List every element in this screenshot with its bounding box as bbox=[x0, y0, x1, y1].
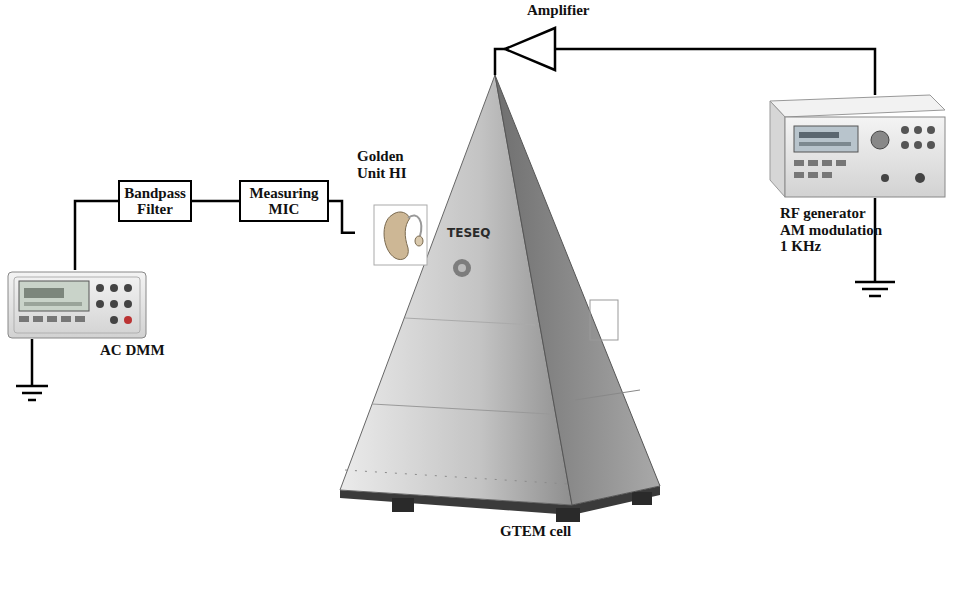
amplifier: Amplifier bbox=[505, 28, 555, 70]
hearing-aid-picture bbox=[374, 205, 427, 265]
connector-line bbox=[75, 201, 118, 270]
node-label: Bandpass Filter bbox=[123, 185, 187, 218]
connector-wire bbox=[192, 201, 239, 202]
gtem-cell-picture bbox=[340, 75, 660, 522]
connector-wire bbox=[329, 201, 355, 233]
node-label: Measuring MIC bbox=[244, 185, 324, 218]
connector-wire bbox=[555, 49, 875, 95]
connector-line bbox=[495, 49, 505, 75]
connector-wire bbox=[495, 49, 505, 75]
node-label: RF generator AM modulation 1 KHz bbox=[780, 205, 888, 255]
process-box: Bandpass Filter bbox=[118, 180, 192, 222]
connector-line bbox=[192, 200, 239, 203]
connector-line bbox=[555, 49, 875, 95]
multimeter-picture bbox=[8, 272, 146, 338]
node-label: Golden Unit HI bbox=[357, 148, 415, 181]
device-under-test: Golden Unit HI bbox=[355, 145, 430, 267]
multimeter: AC DMM bbox=[8, 270, 146, 340]
brand-label: TESEQ bbox=[447, 226, 490, 240]
ground-symbol bbox=[16, 339, 48, 400]
amplifier-symbol bbox=[505, 28, 555, 70]
process-box: Measuring MIC bbox=[239, 180, 329, 222]
gtem-cell: GTEM cellGolden Unit HI bbox=[330, 75, 675, 515]
connector-wire bbox=[75, 201, 118, 270]
node-label: AC DMM bbox=[100, 342, 172, 359]
node-label: Amplifier bbox=[527, 2, 589, 19]
connector-line bbox=[329, 201, 355, 233]
rf-generator-picture bbox=[770, 95, 945, 197]
node-label: GTEM cell bbox=[500, 523, 610, 540]
rf-generator: RF generator AM modulation 1 KHz bbox=[760, 95, 945, 200]
